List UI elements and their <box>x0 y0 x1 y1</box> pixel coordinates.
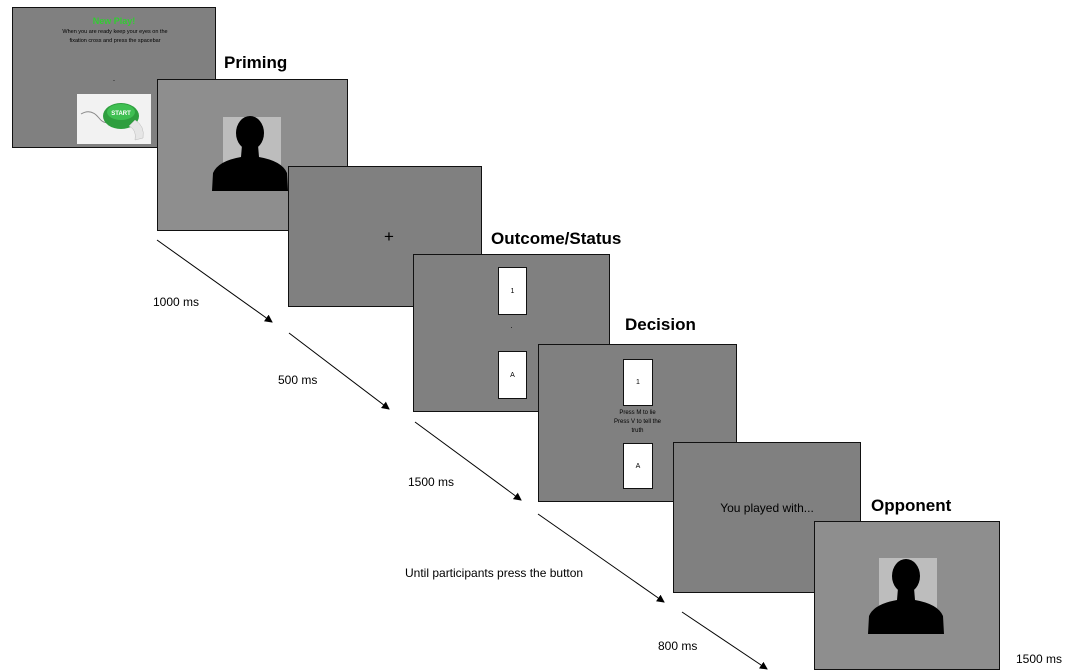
timing-4: Until participants press the button <box>405 566 584 580</box>
decision-bottom-card: A <box>623 443 653 489</box>
decision-line1: Press M to lie <box>619 410 656 416</box>
timing-6: 1500 ms <box>1016 652 1063 666</box>
new-play-dot: . <box>112 74 116 83</box>
decision-top-card: 1 <box>623 359 653 406</box>
opponent-label: Opponent <box>871 496 952 515</box>
new-play-screen: New Play! When you are ready keep your e… <box>12 7 216 148</box>
new-play-instructions: When you are ready keep your eyes on the… <box>62 29 168 44</box>
timing-2: 500 ms <box>278 373 318 387</box>
arrow-icon <box>414 421 522 501</box>
timing-1: 1000 ms <box>153 295 200 309</box>
arrow-icon <box>537 513 665 603</box>
timing-3: 1500 ms <box>408 475 455 489</box>
outcome-dot: . <box>510 321 513 330</box>
arrow-icon <box>681 611 768 670</box>
start-button-icon: START <box>77 94 151 144</box>
decision-line3: truth <box>631 428 644 434</box>
outcome-status-label: Outcome/Status <box>491 229 622 248</box>
new-play-title: New Play! <box>92 16 136 26</box>
decision-label: Decision <box>625 315 696 334</box>
fixation-cross: + <box>384 227 394 246</box>
arrow-icon <box>156 239 273 323</box>
outcome-top-card: 1 <box>498 267 527 315</box>
played-with-text: You played with... <box>720 501 814 515</box>
outcome-bottom-card: A <box>498 351 527 399</box>
person-silhouette-icon <box>212 116 288 191</box>
priming-label: Priming <box>224 53 288 72</box>
person-silhouette-icon <box>868 558 944 634</box>
opponent-screen <box>814 521 1000 670</box>
decision-line2: Press V to tell the <box>613 419 662 425</box>
svg-text:START: START <box>111 111 131 117</box>
arrow-icon <box>288 332 390 410</box>
timing-5: 800 ms <box>658 639 698 653</box>
